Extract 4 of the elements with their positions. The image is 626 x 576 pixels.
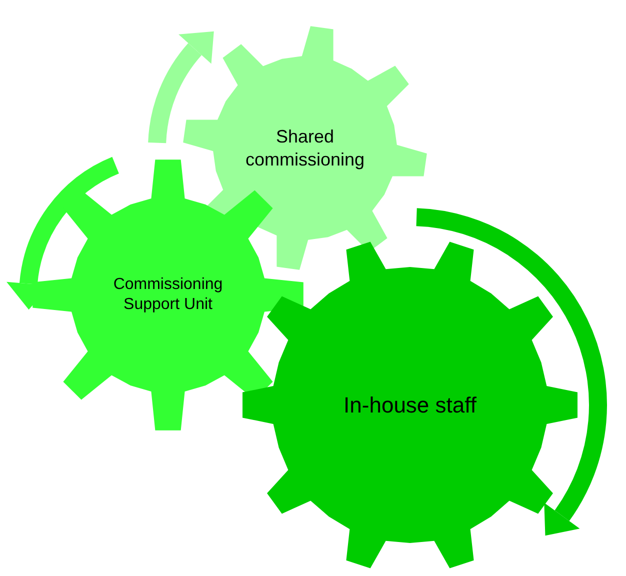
gear-label: In-house staff — [342, 391, 478, 419]
gear-label: Commissioning Support Unit — [112, 275, 224, 315]
gear-label: Shared commissioning — [244, 126, 366, 170]
gear — [183, 26, 427, 270]
